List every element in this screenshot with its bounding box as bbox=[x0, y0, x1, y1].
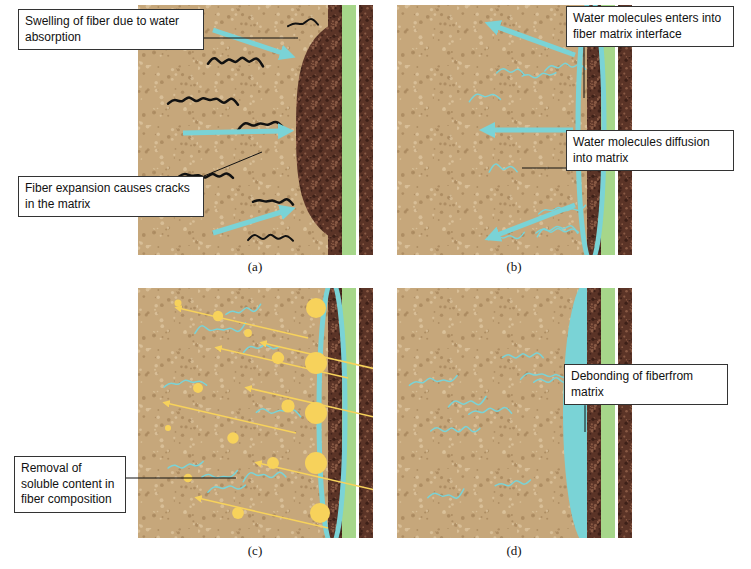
crack bbox=[522, 73, 556, 78]
fiber-layer bbox=[615, 288, 618, 538]
leader-line bbox=[584, 47, 585, 98]
callout-text: Water molecules diffusion into matrix bbox=[573, 135, 727, 166]
panel-label: (a) bbox=[248, 259, 262, 275]
fiber bbox=[328, 5, 342, 255]
swollen-fiber bbox=[296, 25, 330, 237]
arrow bbox=[487, 128, 573, 133]
matrix bbox=[397, 288, 632, 538]
crack bbox=[256, 409, 300, 417]
crack bbox=[545, 63, 586, 71]
arrow bbox=[178, 308, 308, 338]
crack bbox=[469, 407, 512, 414]
panel-label: (d) bbox=[506, 543, 521, 559]
soluble-particle bbox=[244, 329, 252, 337]
crack bbox=[195, 323, 246, 334]
crack bbox=[469, 94, 500, 102]
crack bbox=[253, 199, 293, 204]
arrow bbox=[218, 348, 348, 378]
callout-text: Fiber expansion causes cracks in the mat… bbox=[25, 181, 197, 212]
fiber-layer bbox=[359, 5, 373, 255]
crack bbox=[248, 235, 293, 241]
panel-label: (b) bbox=[506, 259, 521, 275]
soluble-particle bbox=[174, 299, 181, 306]
soluble-particle bbox=[305, 402, 327, 424]
matrix bbox=[138, 288, 373, 538]
arrow bbox=[213, 30, 288, 55]
crack bbox=[226, 304, 261, 314]
crack bbox=[168, 97, 238, 104]
crack bbox=[503, 353, 544, 358]
callout-box: Swelling of fiber due to water absorptio… bbox=[18, 9, 204, 50]
callout-box: Removal of soluble content in fiber comp… bbox=[14, 456, 126, 513]
callout-box: Water molecules diffusion into matrix bbox=[566, 130, 734, 171]
callout-box: Fiber expansion causes cracks in the mat… bbox=[18, 176, 204, 217]
fiber-layer bbox=[601, 288, 615, 538]
crack bbox=[243, 472, 286, 481]
arrow bbox=[492, 205, 575, 237]
arrow bbox=[183, 131, 286, 133]
soluble-particle bbox=[305, 452, 327, 474]
soluble-particle bbox=[306, 298, 326, 318]
panel-label: (c) bbox=[248, 543, 262, 559]
callout-text: Removal of soluble content in fiber comp… bbox=[21, 461, 119, 508]
callout-text: Swelling of fiber due to water absorptio… bbox=[25, 14, 197, 45]
crack bbox=[202, 471, 238, 478]
arrow bbox=[263, 343, 373, 373]
crack bbox=[168, 462, 203, 468]
fiber bbox=[587, 288, 601, 538]
crack bbox=[208, 485, 246, 492]
callout-box: Water molecules enters into fiber matrix… bbox=[566, 6, 734, 47]
crack bbox=[489, 164, 517, 172]
fiber-layer bbox=[359, 288, 373, 538]
crack bbox=[431, 426, 480, 431]
crack bbox=[409, 376, 457, 386]
fiber-layer bbox=[618, 288, 632, 538]
leader-line bbox=[126, 478, 236, 479]
crack bbox=[208, 58, 263, 67]
crack bbox=[497, 69, 525, 76]
callout-box: Debonding of fiberfrom matrix bbox=[564, 364, 728, 405]
fiber-layer bbox=[342, 5, 356, 255]
crack bbox=[428, 489, 464, 498]
soluble-particle bbox=[193, 383, 203, 393]
panel-d bbox=[397, 288, 632, 538]
arrow bbox=[166, 403, 296, 433]
soluble-particle bbox=[310, 503, 330, 523]
arrow bbox=[198, 498, 328, 528]
soluble-particle bbox=[165, 425, 171, 431]
fiber-layer bbox=[356, 5, 359, 255]
callout-text: Debonding of fiberfrom matrix bbox=[571, 369, 721, 400]
soluble-particle bbox=[281, 399, 294, 412]
soluble-particle bbox=[227, 432, 238, 443]
leader-line bbox=[522, 168, 566, 169]
crack bbox=[537, 228, 578, 236]
arrow bbox=[492, 25, 575, 55]
crack bbox=[288, 19, 318, 26]
callout-text: Water molecules enters into fiber matrix… bbox=[573, 11, 727, 42]
soluble-particle bbox=[305, 352, 327, 374]
arrow bbox=[213, 210, 288, 233]
crack bbox=[449, 396, 486, 406]
crack bbox=[495, 480, 530, 486]
leader-line bbox=[585, 405, 586, 432]
leader-line bbox=[204, 38, 298, 39]
leader-line bbox=[204, 152, 262, 176]
panel-c bbox=[138, 288, 373, 538]
